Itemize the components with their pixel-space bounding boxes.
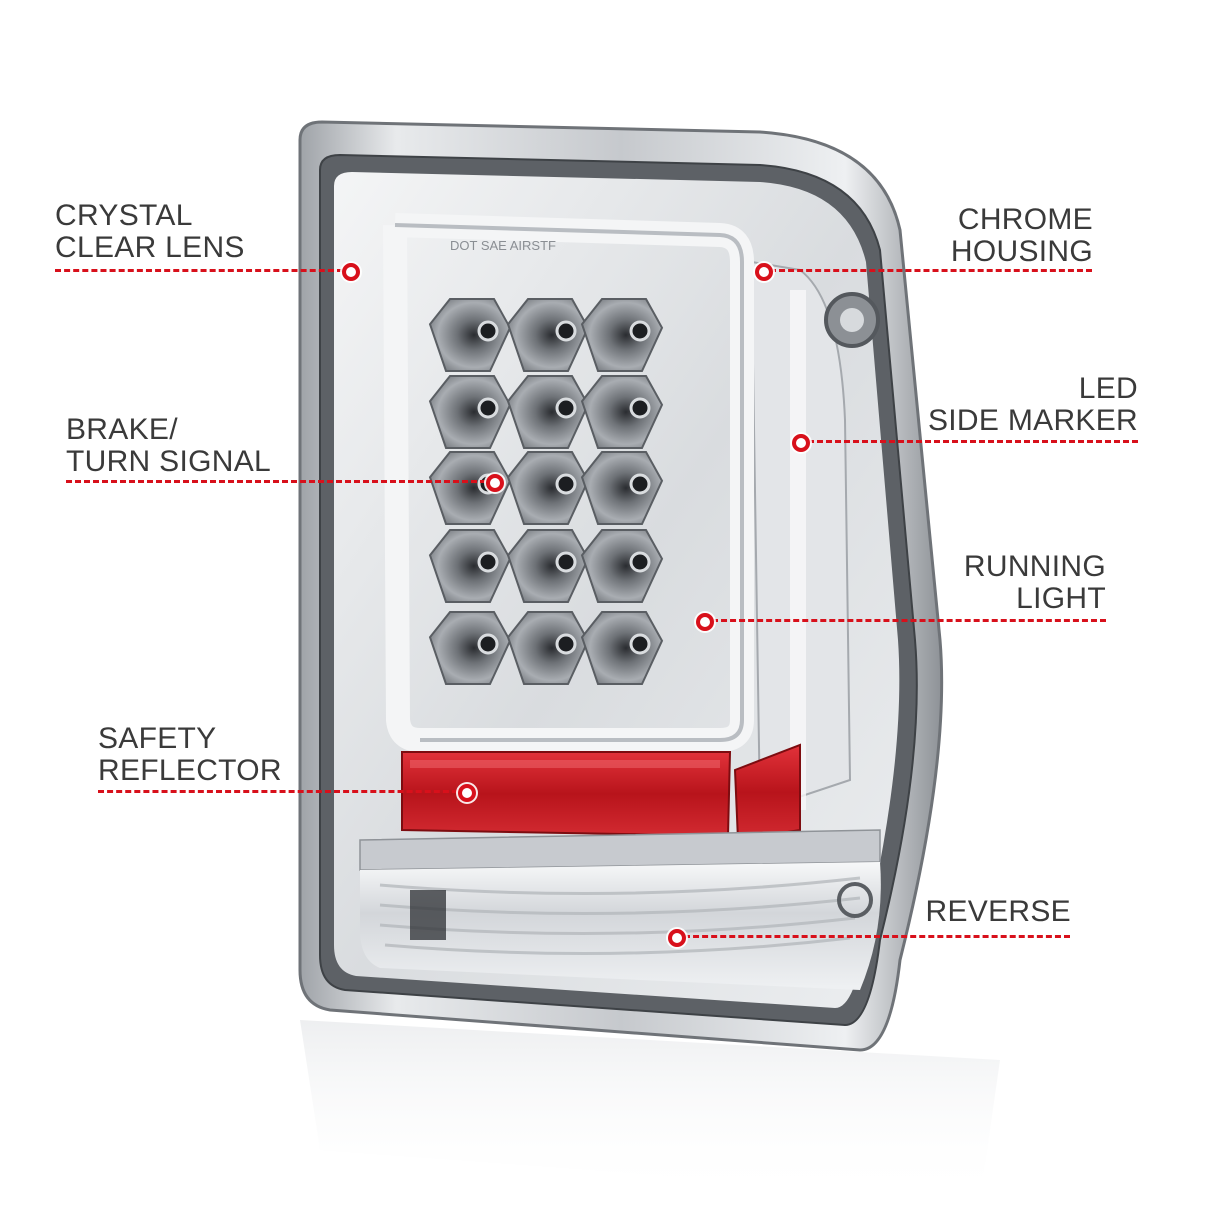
callout-line: RUNNING — [963, 550, 1106, 583]
callout-line: REVERSE — [925, 895, 1071, 928]
led-cell — [428, 375, 512, 449]
marker-reverse — [668, 929, 686, 947]
callout-chrome-housing: CHROME HOUSING — [951, 204, 1093, 268]
callout-line: BRAKE/ — [66, 413, 178, 446]
marker-chrome-housing — [755, 263, 773, 281]
callout-line: TURN SIGNAL — [66, 445, 271, 478]
lens-molding-text: DOT SAE AIRSTF — [450, 238, 556, 253]
callout-crystal-clear-lens: CRYSTAL CLEAR LENS — [55, 200, 245, 264]
callout-line: SIDE MARKER — [927, 404, 1138, 437]
led-cell — [580, 298, 664, 372]
callout-line: CHROME — [957, 203, 1093, 236]
led-cell — [506, 298, 590, 372]
led-cell — [580, 375, 664, 449]
callout-line: HOUSING — [950, 235, 1093, 268]
leader-brake-turn-signal — [66, 480, 486, 483]
leader-chrome-housing — [770, 269, 1092, 272]
led-cell — [428, 298, 512, 372]
led-cell — [580, 529, 664, 603]
led-cell — [580, 611, 664, 685]
marker-safety-reflector — [458, 784, 476, 802]
callout-reverse: REVERSE — [926, 896, 1071, 928]
callout-line: LED — [1078, 372, 1138, 405]
callout-brake-turn-signal: BRAKE/ TURN SIGNAL — [66, 414, 271, 478]
led-cell — [506, 529, 590, 603]
led-cell — [506, 611, 590, 685]
marker-led-side-marker — [792, 434, 810, 452]
callout-line: REFLECTOR — [98, 754, 282, 787]
callout-line: CLEAR LENS — [55, 231, 245, 264]
led-cell — [428, 611, 512, 685]
marker-crystal-clear-lens — [342, 263, 360, 281]
leader-running-light — [712, 619, 1106, 622]
callout-line: CRYSTAL — [55, 199, 193, 232]
callout-safety-reflector: SAFETY REFLECTOR — [98, 723, 282, 787]
led-cell — [580, 451, 664, 525]
callout-line: SAFETY — [98, 722, 217, 755]
led-cell — [506, 375, 590, 449]
leader-crystal-clear-lens — [55, 269, 343, 272]
marker-running-light — [696, 613, 714, 631]
leader-led-side-marker — [808, 440, 1138, 443]
led-array — [428, 298, 664, 685]
leader-safety-reflector — [98, 790, 458, 793]
callout-running-light: RUNNING LIGHT — [964, 551, 1106, 615]
leader-reverse — [684, 935, 1070, 938]
marker-brake-turn-signal — [486, 474, 504, 492]
callout-led-side-marker: LED SIDE MARKER — [928, 373, 1138, 437]
callout-line: LIGHT — [1016, 582, 1106, 615]
